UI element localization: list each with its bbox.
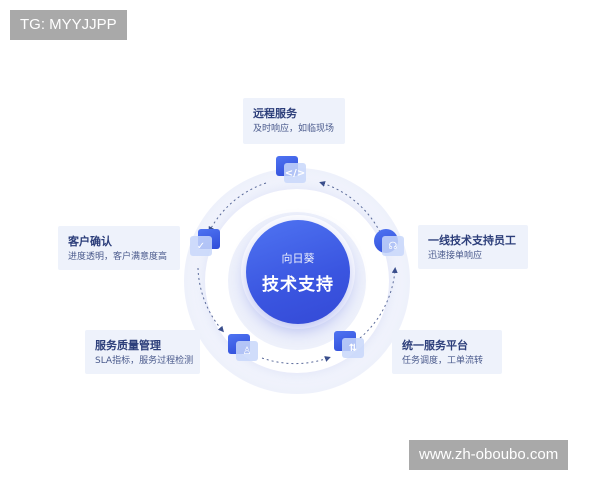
node-frontline-support-card: 一线技术支持员工 迅速接单响应: [418, 225, 528, 269]
node-desc: 进度透明，客户满意度高: [68, 252, 168, 262]
node-desc: 任务调度，工单流转: [402, 356, 484, 366]
center-subtitle: 向日葵: [281, 251, 315, 265]
support-agent-icon: ☊: [374, 229, 404, 257]
node-desc: SLA指标，服务过程检测: [95, 356, 194, 366]
node-desc: 及时响应，如临现场: [253, 124, 335, 134]
watermark-bottom-right: www.zh-oboubo.com: [409, 440, 569, 470]
watermark-top-left: TG: MYYJJPP: [10, 10, 127, 40]
node-remote-service-card: 远程服务 及时响应，如临现场: [243, 98, 345, 144]
check-icon: ✓: [190, 229, 220, 257]
node-customer-confirm-card: 客户确认 进度透明，客户满意度高: [58, 226, 180, 270]
node-title: 远程服务: [253, 107, 297, 120]
node-title: 统一服务平台: [402, 339, 468, 352]
node-title: 服务质量管理: [95, 339, 161, 352]
user-icon: ♙: [228, 334, 258, 362]
node-quality-management-card: 服务质量管理 SLA指标，服务过程检测: [85, 330, 200, 374]
center-hub: 向日葵 技术支持: [246, 220, 350, 324]
node-desc: 迅速接单响应: [428, 251, 483, 261]
node-title: 一线技术支持员工: [428, 234, 516, 247]
node-title: 客户确认: [68, 235, 112, 248]
code-icon: </>: [276, 156, 306, 184]
flow-icon: ⇅: [334, 331, 364, 359]
node-unified-platform-card: 统一服务平台 任务调度，工单流转: [392, 330, 502, 374]
center-title: 技术支持: [262, 274, 334, 295]
